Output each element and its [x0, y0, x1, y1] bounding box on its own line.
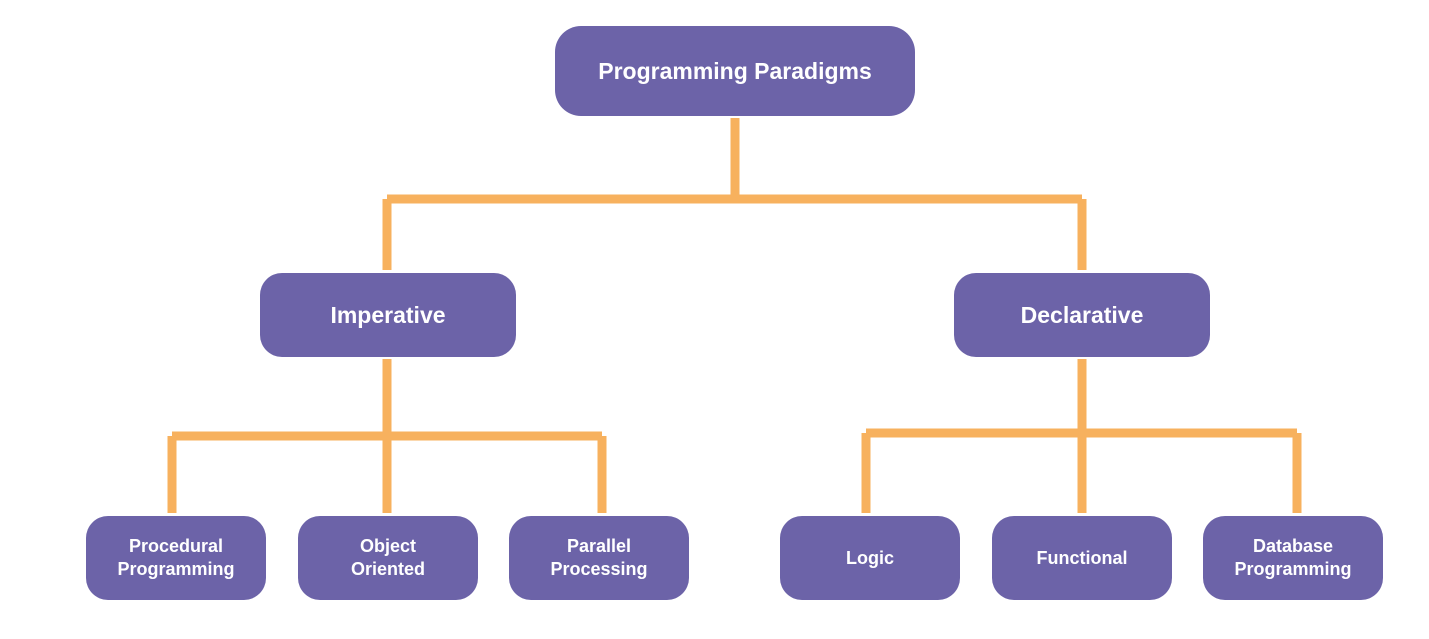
node-label: Declarative — [1020, 301, 1144, 328]
node-object-oriented: Object Oriented — [298, 516, 478, 600]
node-label: Imperative — [330, 301, 446, 328]
node-label: Logic — [846, 547, 894, 568]
node-procedural-programming: Procedural Programming — [86, 516, 266, 600]
node-label: Object Oriented — [350, 536, 425, 579]
connector-declarative-to-children — [861, 359, 1302, 513]
node-imperative: Imperative — [260, 273, 516, 357]
node-label: Parallel Processing — [550, 536, 648, 579]
node-label: Functional — [1036, 547, 1128, 568]
node-label: Database Programming — [1234, 536, 1352, 579]
node-programming-paradigms: Programming Paradigms — [555, 26, 915, 116]
node-parallel-processing: Parallel Processing — [509, 516, 689, 600]
connector-imperative-to-children — [167, 359, 607, 513]
node-label: Procedural Programming — [117, 536, 235, 579]
node-logic: Logic — [780, 516, 960, 600]
node-database-programming: Database Programming — [1203, 516, 1383, 600]
node-label: Programming Paradigms — [598, 57, 872, 84]
node-functional: Functional — [992, 516, 1172, 600]
node-declarative: Declarative — [954, 273, 1210, 357]
connector-root-to-branches — [382, 118, 1087, 270]
